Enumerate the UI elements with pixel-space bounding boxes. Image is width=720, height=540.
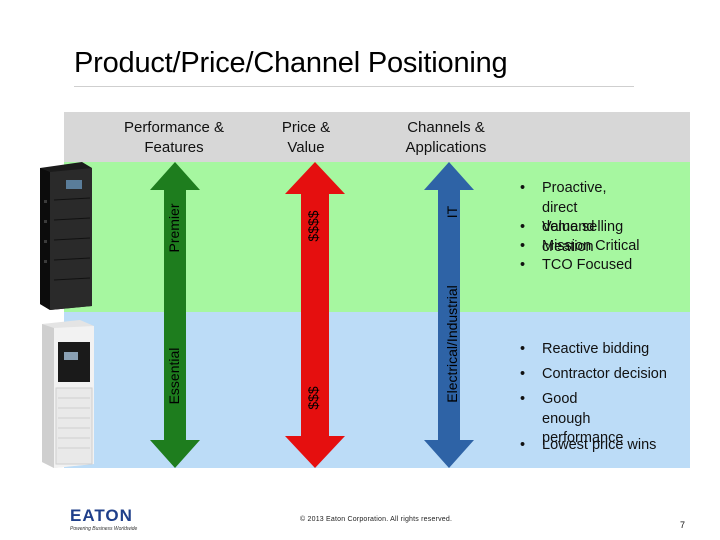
page-number: 7 — [680, 520, 686, 530]
price-double-arrow — [285, 162, 345, 468]
essential-point-text: Reactive bidding — [542, 341, 650, 357]
bullet-dot: • — [520, 341, 526, 357]
premier-point-text: Mission Critical — [542, 238, 640, 254]
performance-double-arrow — [150, 162, 200, 468]
essential-label: Essential — [166, 347, 182, 405]
essential-point-text: Good enough performance — [542, 391, 624, 446]
bullet-dot: • — [520, 366, 526, 382]
price-essential-label: $$$ — [305, 386, 321, 410]
premier-ups-cabinet-image — [34, 160, 98, 310]
price-premier-label: $$$$ — [305, 210, 321, 242]
channel-it-label: IT — [444, 205, 460, 219]
premier-point-text: Proactive, direct demand creation — [542, 180, 607, 255]
channel-electrical-label: Electrical/Industrial — [444, 285, 460, 403]
bullet-dot: • — [520, 437, 526, 453]
eaton-wordmark: EATON — [70, 506, 133, 525]
copyright-footer: © 2013 Eaton Corporation. All rights res… — [300, 516, 453, 523]
performance-arrow-shape — [150, 162, 200, 468]
premier-point-text: TCO Focused — [542, 257, 633, 273]
column-header-performance: Performance & Features — [123, 119, 225, 156]
bullet-dot: • — [520, 238, 526, 254]
channels-double-arrow — [424, 162, 474, 468]
premier-point-text: Value selling — [542, 219, 624, 235]
bullet-dot: • — [520, 219, 526, 235]
premier-label: Premier — [166, 203, 182, 253]
essential-ups-cabinet-image — [34, 318, 98, 468]
essential-point-text: Contractor decision — [542, 366, 667, 382]
column-header-channels: Channels & Applications — [405, 119, 487, 156]
essential-point-text: Lowest price wins — [542, 437, 657, 453]
slide-title: Product/Price/Channel Positioning — [74, 47, 508, 79]
eaton-logo: EATON Powering Business Worldwide — [70, 506, 138, 533]
eaton-tagline: Powering Business Worldwide — [70, 526, 138, 532]
title-divider — [74, 86, 634, 87]
bullet-dot: • — [520, 257, 526, 273]
column-header-band — [64, 112, 690, 162]
bullet-dot: • — [520, 391, 526, 407]
bullet-dot: • — [520, 180, 526, 196]
column-header-price: Price & Value — [281, 119, 331, 156]
channels-arrow-shape — [424, 162, 474, 468]
price-arrow-shape — [285, 162, 345, 468]
